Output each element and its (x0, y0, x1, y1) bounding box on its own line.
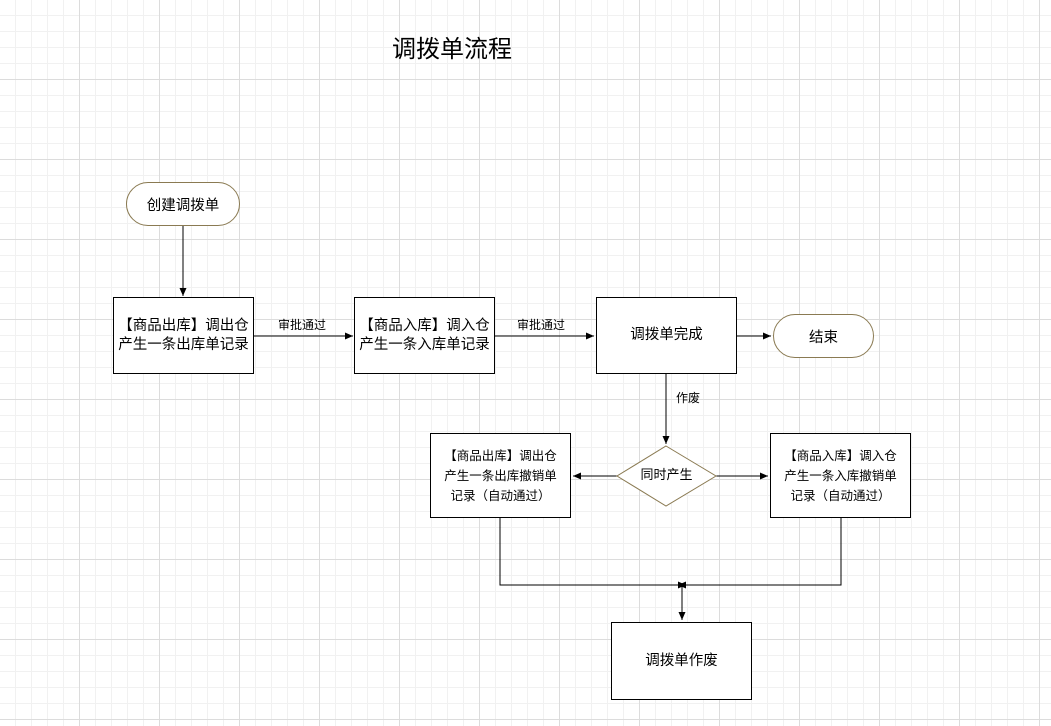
in-record-node[interactable]: 【商品入库】调入仓产生一条入库单记录 (354, 297, 495, 374)
in-cancel-node[interactable]: 【商品入库】调入仓 产生一条入库撤销单 记录（自动通过） (770, 433, 911, 518)
edge-out-cancel-to-merge (499, 518, 686, 589)
complete-node[interactable]: 调拨单完成 (596, 297, 737, 374)
voided-node[interactable]: 调拨单作废 (611, 622, 752, 700)
in-record-label: 【商品入库】调入仓产生一条入库单记录 (359, 317, 490, 353)
decision-diamond[interactable] (616, 445, 717, 507)
out-record-label: 【商品出库】调出仓产生一条出库单记录 (118, 317, 249, 353)
out-cancel-line-3: 记录（自动通过） (450, 487, 551, 503)
out-cancel-line-1: 【商品出库】调出仓 (444, 447, 557, 463)
edge-in-cancel-to-merge (678, 518, 842, 589)
edge-label-approve-1: 审批通过 (278, 318, 327, 332)
edge-label-approve-2: 审批通过 (517, 318, 566, 332)
voided-label: 调拨单作废 (645, 652, 718, 669)
edge-label-void: 作废 (676, 391, 701, 405)
out-cancel-line-2: 产生一条出库撤销单 (444, 467, 557, 483)
in-cancel-line-1: 【商品入库】调入仓 (784, 447, 897, 463)
end-node-label: 结束 (809, 329, 838, 346)
out-cancel-node[interactable]: 【商品出库】调出仓 产生一条出库撤销单 记录（自动通过） (430, 433, 571, 518)
in-cancel-line-3: 记录（自动通过） (790, 487, 891, 503)
decision-label: 同时产生 (640, 468, 693, 483)
page-title: 调拨单流程 (392, 35, 512, 63)
start-node-label: 创建调拨单 (146, 197, 220, 214)
complete-label: 调拨单完成 (630, 327, 703, 343)
out-record-node[interactable]: 【商品出库】调出仓产生一条出库单记录 (113, 297, 254, 374)
start-node[interactable]: 创建调拨单 (126, 182, 240, 226)
in-cancel-line-2: 产生一条入库撤销单 (784, 467, 897, 483)
end-node[interactable]: 结束 (773, 314, 874, 358)
